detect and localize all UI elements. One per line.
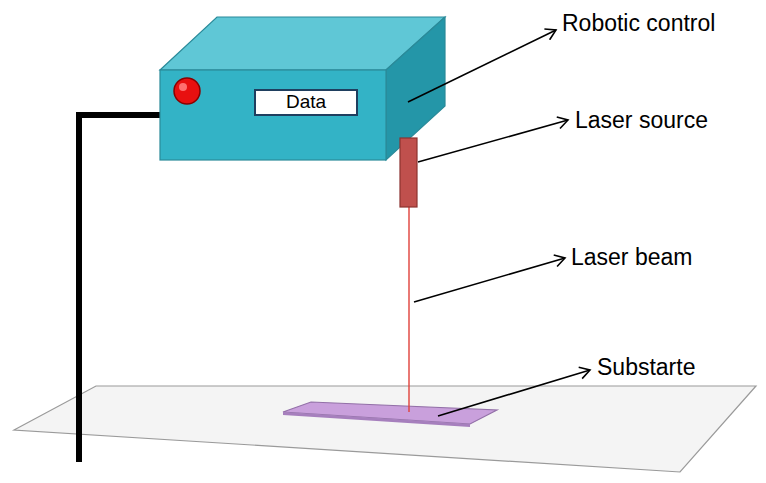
- leader-arrow: [418, 120, 568, 162]
- data-panel: Data: [254, 89, 358, 116]
- part-label: Laser beam: [571, 244, 692, 270]
- indicator-light: [174, 78, 200, 104]
- leader-arrow: [438, 370, 590, 416]
- support-arm: [79, 115, 160, 462]
- part-label: Robotic control: [562, 10, 715, 36]
- leader-arrow: [408, 30, 556, 102]
- laser-source: [400, 138, 417, 207]
- laser-beam: [408, 207, 409, 412]
- indicator-shine: [179, 83, 187, 91]
- box-front: [160, 70, 386, 160]
- part-label: Substarte: [597, 354, 695, 380]
- leader-arrow: [414, 258, 565, 302]
- work-plane: [14, 386, 756, 472]
- part-label: Laser source: [575, 107, 708, 133]
- panel-label: Data: [286, 92, 326, 113]
